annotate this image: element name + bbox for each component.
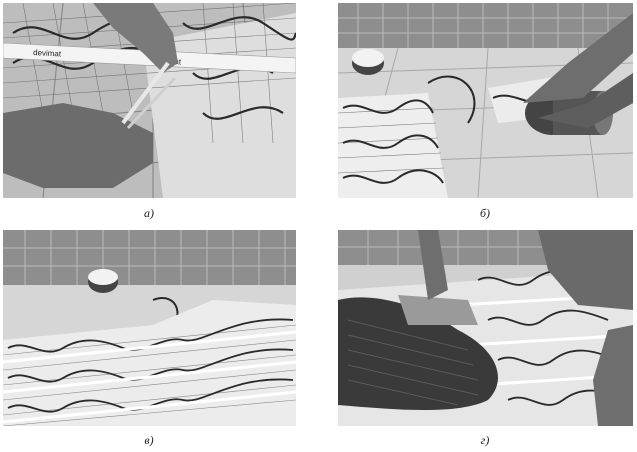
photo-panel-v (3, 230, 296, 426)
caption-b: б) (479, 206, 491, 220)
photo-b-illustration (338, 3, 633, 198)
tape-label: devimat (33, 48, 62, 58)
photo-panel-b (338, 3, 633, 198)
photo-v-illustration (3, 230, 296, 426)
photo-a-illustration: devimat devimat (3, 3, 296, 198)
photo-panel-a: devimat devimat (3, 3, 296, 198)
caption-g: г) (480, 433, 490, 447)
caption-v: в) (144, 433, 154, 447)
photo-g-illustration (338, 230, 633, 426)
photo-panel-g (338, 230, 633, 426)
caption-a: а) (144, 206, 154, 220)
